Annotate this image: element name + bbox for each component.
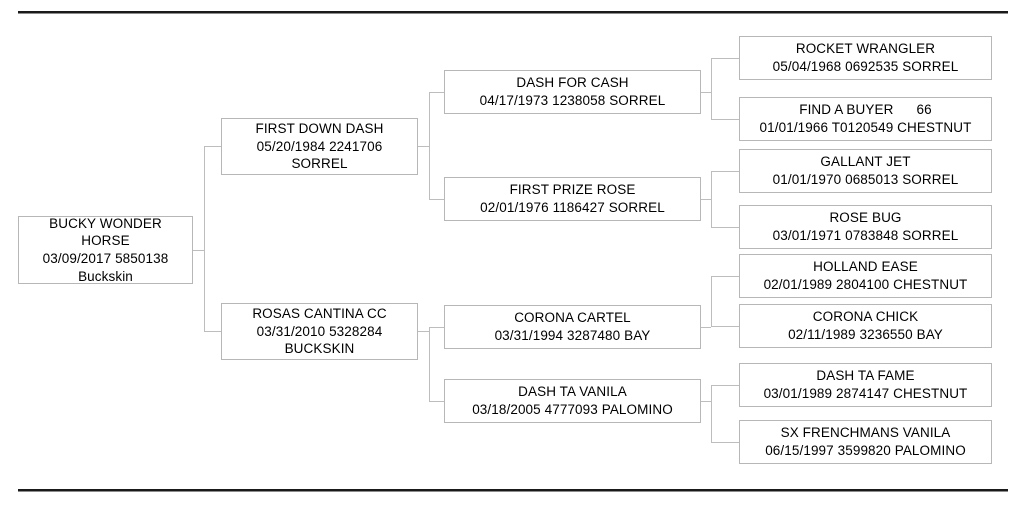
connector-gen4-b-spine [711,171,712,228]
horse-info: 04/17/1973 1238058 SORREL [479,93,666,108]
horse-color: Buckskin [78,268,133,284]
horse-box-gen4-3[interactable]: ROSE BUG 03/01/1971 0783848 SORREL [739,205,992,249]
connector-gen3-3-stub [429,401,444,402]
connector-gen4-d-spine [711,385,712,443]
connector-gen3-2-stub [429,327,444,328]
connector-gen4-6-stub [711,385,739,386]
horse-box-gen2-0[interactable]: FIRST DOWN DASH 05/20/1984 2241706 SORRE… [221,118,418,175]
connector-gen4-5-stub [711,326,739,327]
connector-gen3-1-stub [429,199,444,200]
horse-info: 01/01/1966 T0120549 CHESTNUT [759,120,972,135]
horse-name: ROSE BUG [829,210,902,226]
connector-gen4-0-stub [711,58,739,59]
horse-name: CORONA CARTEL [514,310,631,326]
connector-gen3-0-stub [429,92,444,93]
horse-info: 03/31/1994 3287480 BAY [494,328,651,343]
connector-gen4-4-stub [711,276,739,277]
horse-name: HOLLAND EASE [813,259,918,275]
horse-name: ROSAS CANTINA CC [252,306,387,322]
horse-box-gen4-6[interactable]: DASH TA FAME 03/01/1989 2874147 CHESTNUT [739,363,992,407]
connector-gen3-2-out [700,327,711,328]
connector-gen4-3-stub [711,227,739,228]
connector-gen2-0-stub [204,146,221,147]
connector-gen4-1-stub [711,119,739,120]
horse-name: ROCKET WRANGLER [795,41,936,57]
horse-box-gen3-0[interactable]: DASH FOR CASH 04/17/1973 1238058 SORREL [444,70,701,114]
horse-box-gen3-3[interactable]: DASH TA VANILA 03/18/2005 4777093 PALOMI… [444,379,701,423]
connector-subject-stub [192,250,204,251]
connector-gen4-7-stub [711,442,739,443]
connector-gen2-0-out [417,146,429,147]
horse-box-gen4-0[interactable]: ROCKET WRANGLER 05/04/1968 0692535 SORRE… [739,36,992,80]
horse-name: GALLANT JET [820,154,911,170]
horse-box-subject[interactable]: BUCKY WONDER HORSE 03/09/2017 5850138 Bu… [18,216,193,284]
connector-gen4-c-spine [711,276,712,327]
connector-gen2-1-out [417,331,429,332]
horse-info: 06/15/1997 3599820 PALOMINO [765,443,966,458]
horse-info: 03/09/2017 5850138 [42,251,169,266]
horse-name: DASH FOR CASH [516,75,629,91]
horse-name: FIND A BUYER 66 [799,102,932,118]
horse-box-gen4-4[interactable]: HOLLAND EASE 02/01/1989 2804100 CHESTNUT [739,254,992,298]
horse-color: SORREL [291,156,348,172]
horse-box-gen3-2[interactable]: CORONA CARTEL 03/31/1994 3287480 BAY [444,305,701,349]
connector-gen2-1-stub [204,331,221,332]
horse-info: 03/01/1989 2874147 CHESTNUT [763,386,968,401]
horse-name: DASH TA FAME [816,368,915,384]
horse-name: DASH TA VANILA [518,384,627,400]
horse-box-gen2-1[interactable]: ROSAS CANTINA CC 03/31/2010 5328284 BUCK… [221,303,418,360]
connector-gen3-3-out [700,401,711,402]
connector-gen3-a-spine [429,92,430,200]
horse-name: SX FRENCHMANS VANILA [780,425,951,441]
horse-info: 03/18/2005 4777093 PALOMINO [472,402,673,417]
horse-box-gen3-1[interactable]: FIRST PRIZE ROSE 02/01/1976 1186427 SORR… [444,177,701,221]
horse-info: 02/11/1989 3236550 BAY [788,327,943,342]
connector-gen3-1-out [700,199,711,200]
connector-gen3-b-spine [429,327,430,402]
horse-info: 02/01/1976 1186427 SORREL [480,200,665,215]
horse-info: 02/01/1989 2804100 CHESTNUT [763,277,968,292]
horse-info: 05/20/1984 2241706 [256,138,383,154]
connector-gen3-0-out [700,92,711,93]
horse-name-line1: BUCKY WONDER [49,216,162,231]
connector-subject-spine [204,146,205,332]
horse-name: CORONA CHICK [812,309,919,325]
horse-name: FIRST PRIZE ROSE [509,182,636,198]
connector-gen4-a-spine [711,58,712,120]
horse-info: 03/31/2010 5328284 [256,323,383,339]
horse-box-gen4-2[interactable]: GALLANT JET 01/01/1970 0685013 SORREL [739,149,992,193]
horse-info: 03/01/1971 0783848 SORREL [772,228,959,243]
horse-color: BUCKSKIN [284,341,355,357]
bottom-divider-rule [18,489,1008,492]
horse-name-line2: HORSE [81,233,130,249]
horse-name: FIRST DOWN DASH [255,121,384,137]
horse-box-gen4-1[interactable]: FIND A BUYER 66 01/01/1966 T0120549 CHES… [739,97,992,141]
horse-info: 01/01/1970 0685013 SORREL [772,172,959,187]
top-divider-rule [18,11,1008,14]
horse-box-gen4-7[interactable]: SX FRENCHMANS VANILA 06/15/1997 3599820 … [739,420,992,464]
horse-info: 05/04/1968 0692535 SORREL [772,59,959,74]
connector-gen4-2-stub [711,171,739,172]
horse-box-gen4-5[interactable]: CORONA CHICK 02/11/1989 3236550 BAY [739,304,992,348]
